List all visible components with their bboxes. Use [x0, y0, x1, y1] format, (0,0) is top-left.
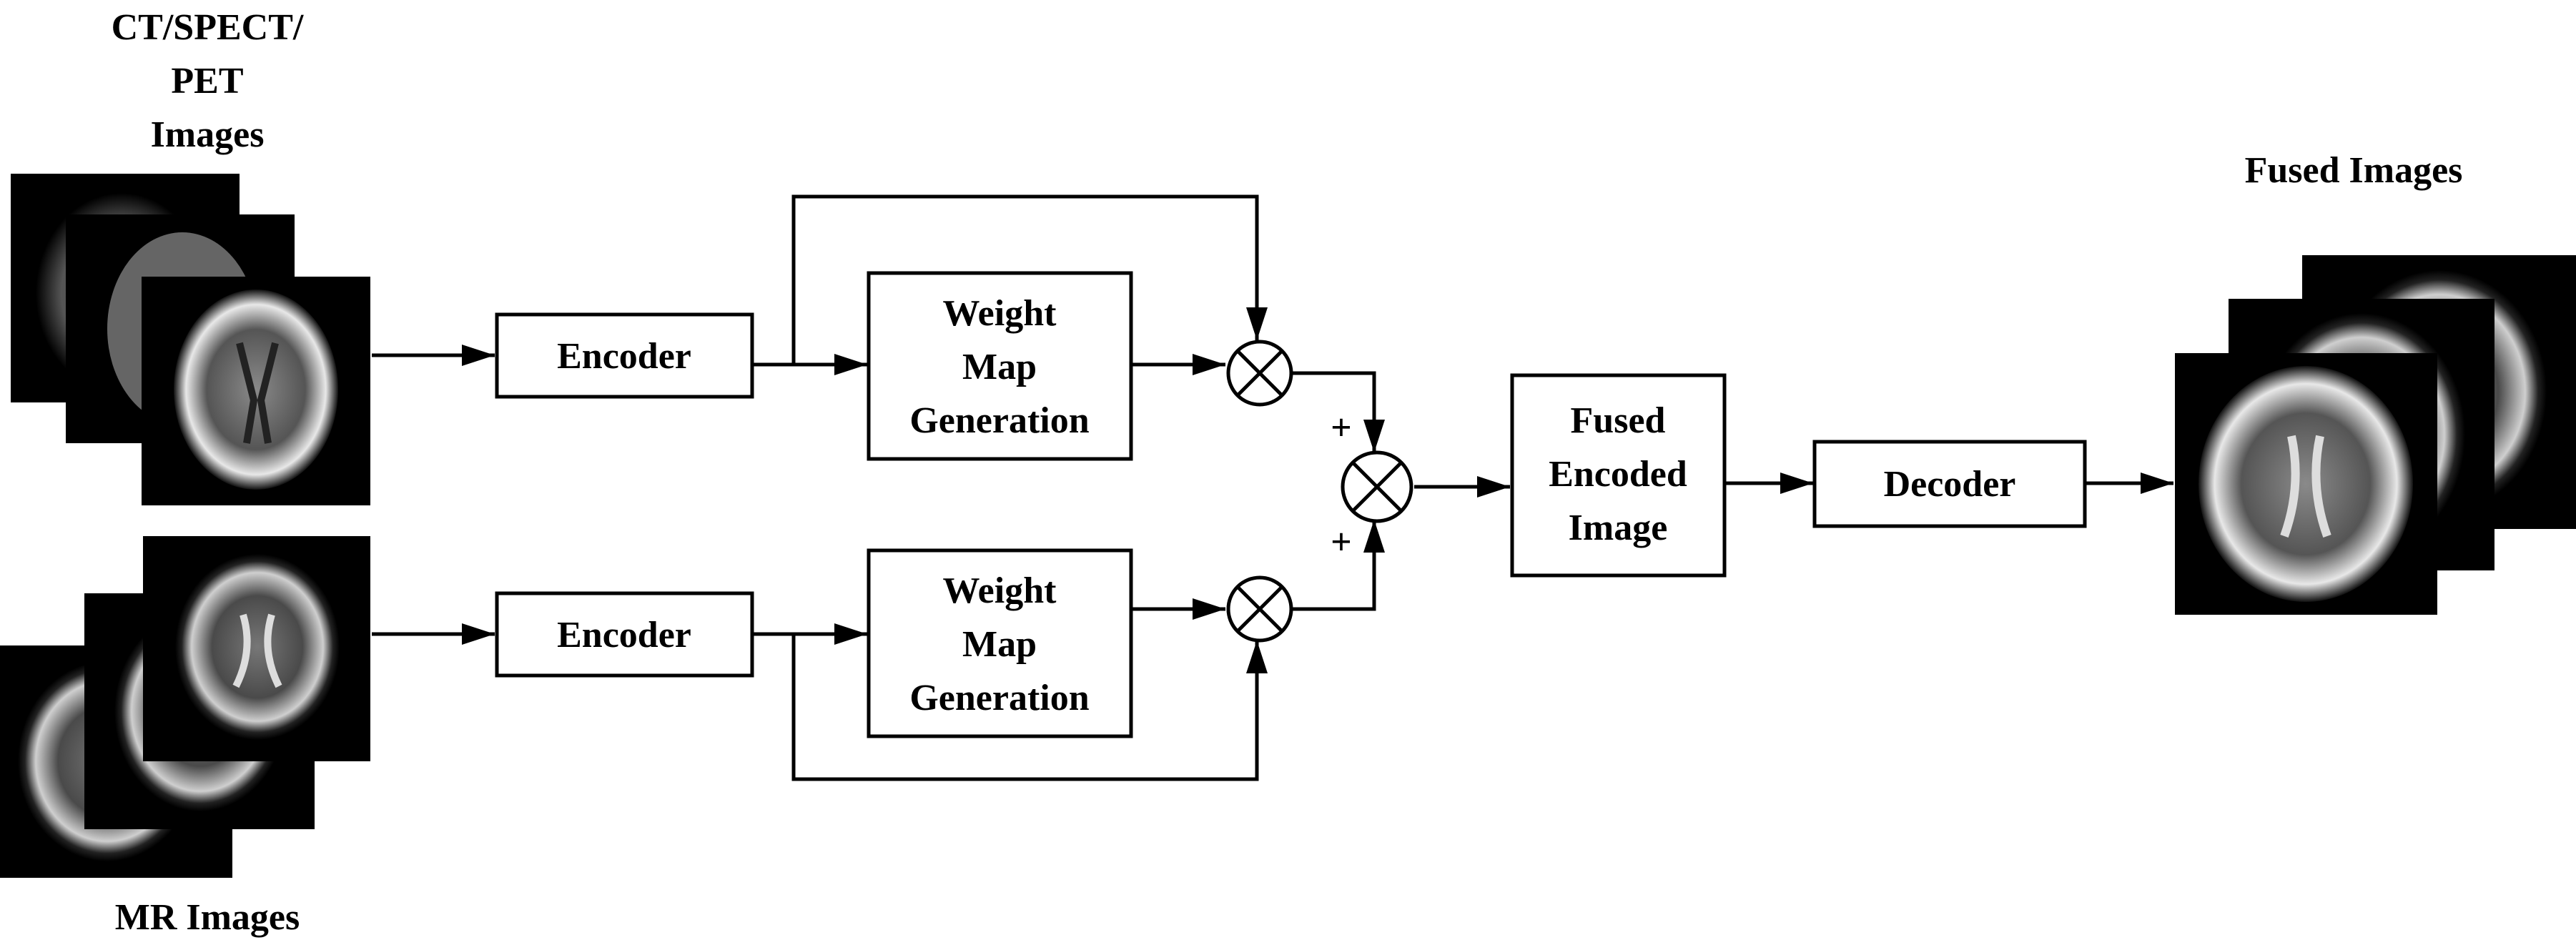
plus-sign-bottom: +: [1331, 522, 1352, 563]
input-bottom-image-stack: [0, 536, 370, 878]
decoder-label: Decoder: [1884, 464, 2016, 505]
fused-scan-front: [2199, 366, 2413, 602]
fused-box-line-3: Image: [1569, 508, 1668, 548]
multiply-top-operator: [1226, 340, 1293, 407]
encoder-top-label: Encoder: [557, 336, 691, 377]
input-top-label-line-2: PET: [171, 61, 243, 102]
weight-map-bottom-line-1: Weight: [943, 570, 1057, 611]
input-top-label-line-3: Images: [151, 114, 265, 155]
fused-box-line-1: Fused: [1571, 400, 1666, 441]
encoder-bottom-box: Encoder: [495, 591, 754, 678]
connectors: [372, 194, 2173, 781]
input-top-image-stack: [11, 174, 370, 505]
weight-map-bottom-line-3: Generation: [909, 678, 1089, 718]
skip-connection-bottom: [791, 634, 1268, 781]
output-label: Fused Images: [2245, 150, 2463, 191]
plus-sign-top: +: [1331, 407, 1352, 448]
input-bottom-label: MR Images: [115, 897, 300, 938]
weight-map-top-box: Weight Map Generation: [867, 271, 1133, 461]
weight-map-top-line-1: Weight: [943, 293, 1057, 334]
output-image-stack: [2175, 255, 2576, 615]
weight-map-top-line-2: Map: [962, 347, 1037, 387]
weight-map-top-line-3: Generation: [909, 400, 1089, 441]
input-top-label: CT/SPECT/ PET Images: [112, 7, 304, 155]
fused-encoded-image-box: Fused Encoded Image: [1510, 373, 1727, 578]
input-top-label-line-1: CT/SPECT/: [112, 7, 304, 48]
encoder-bottom-label: Encoder: [557, 615, 691, 655]
skip-connection-top: [791, 194, 1268, 365]
brain-scan-front: [174, 290, 338, 490]
arrow-mult-top-to-combine: [1290, 371, 1385, 452]
combine-operator: [1341, 450, 1413, 523]
decoder-box: Decoder: [1812, 440, 2087, 528]
multiply-bottom-operator: [1226, 575, 1293, 643]
arrow-mult-bottom-to-combine: [1290, 520, 1385, 611]
mr-scan-front: [175, 554, 340, 740]
fused-box-line-2: Encoded: [1549, 454, 1687, 495]
encoder-top-box: Encoder: [495, 312, 754, 399]
weight-map-bottom-line-2: Map: [962, 624, 1037, 665]
weight-map-bottom-box: Weight Map Generation: [867, 548, 1133, 738]
